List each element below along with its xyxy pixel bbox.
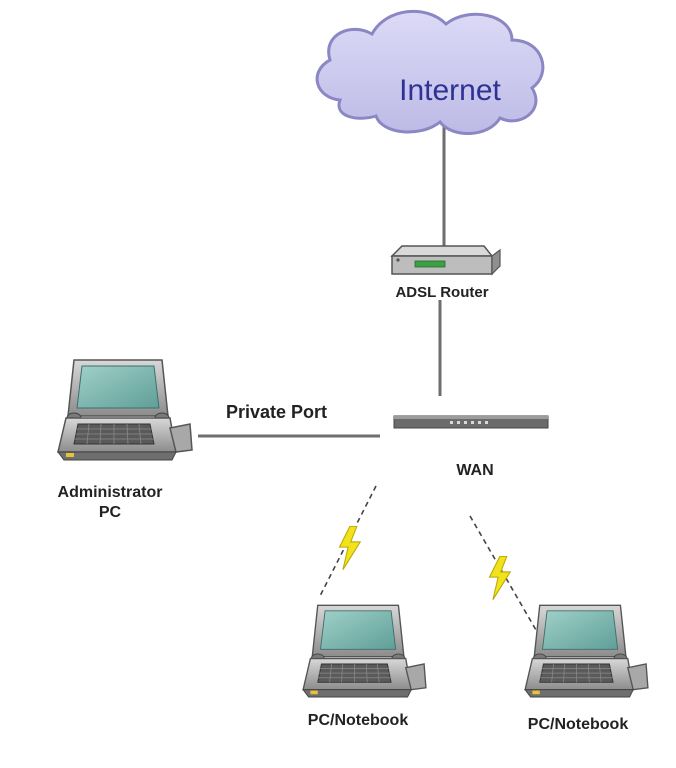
network-links bbox=[198, 122, 444, 436]
adsl-router-icon bbox=[392, 246, 500, 274]
private-port-label: Private Port bbox=[226, 402, 376, 423]
client-1-label: PC/Notebook bbox=[278, 712, 438, 730]
admin-laptop-icon bbox=[58, 360, 192, 460]
wireless-lightning-icon-right bbox=[489, 556, 510, 599]
wireless-lightning-icon-left bbox=[339, 526, 360, 569]
router-label: ADSL Router bbox=[380, 284, 504, 301]
internet-label: Internet bbox=[399, 74, 501, 107]
client-laptop-1-icon bbox=[303, 605, 426, 697]
admin-pc-label-line2: PC bbox=[30, 504, 190, 522]
admin-pc-label-line1: Administrator bbox=[30, 484, 190, 502]
client-laptop-2-icon bbox=[525, 605, 648, 697]
switch-label: WAN bbox=[430, 462, 520, 480]
admin-pc-label: Administrator PC bbox=[30, 484, 190, 522]
wan-switch-icon bbox=[394, 416, 548, 428]
internet-cloud-icon: Internet bbox=[317, 11, 543, 133]
client-2-label: PC/Notebook bbox=[498, 716, 658, 734]
